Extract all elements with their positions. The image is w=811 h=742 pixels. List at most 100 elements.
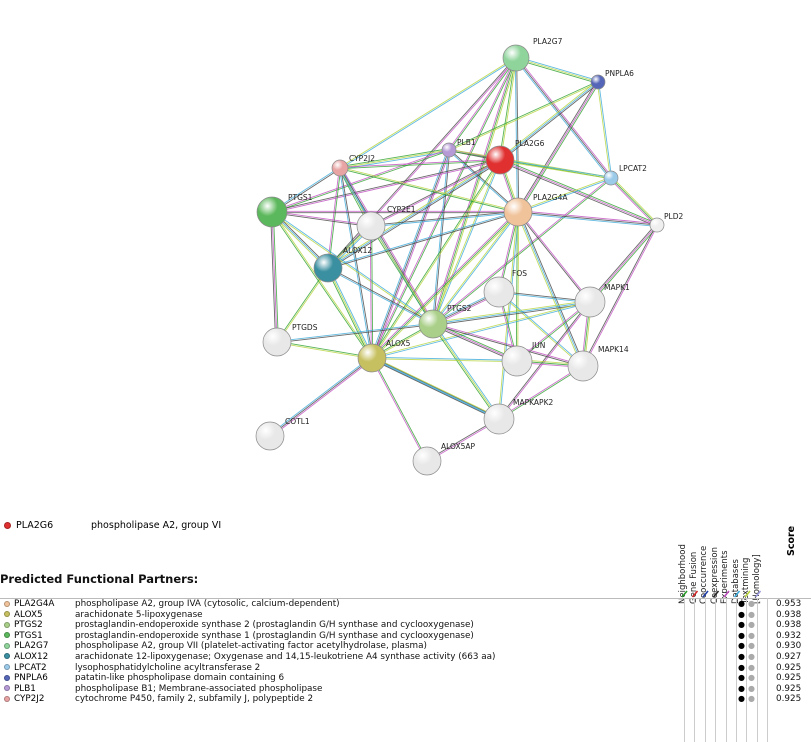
- node-lpcat2-sphere[interactable]: [603, 170, 619, 186]
- partner-color-dot: [4, 685, 10, 692]
- node-ptgs2[interactable]: PTGS2: [418, 304, 472, 339]
- node-fos[interactable]: FOS: [483, 269, 527, 308]
- evidence-textmining-marker: ●: [748, 620, 755, 630]
- partner-name-cell[interactable]: PLB1: [4, 684, 78, 695]
- node-alox5-sphere[interactable]: [357, 343, 387, 373]
- node-pld2-sphere[interactable]: [649, 217, 665, 233]
- node-ptgs2-sphere[interactable]: [418, 309, 448, 339]
- edge-ALOX5-ALOX5AP: [370, 357, 429, 462]
- partner-name[interactable]: PNPLA6: [14, 673, 48, 684]
- node-ptgds-label: PTGDS: [292, 323, 318, 332]
- node-cyp2j2-sphere[interactable]: [331, 159, 349, 177]
- evidence-databases-marker: ●: [738, 694, 745, 704]
- edge-PLA2G4A-PLD2: [517, 210, 658, 227]
- node-mapk1[interactable]: MAPK1: [574, 283, 630, 318]
- node-pla2g7[interactable]: PLA2G7: [502, 37, 563, 72]
- evidence-textmining-marker: ●: [748, 641, 755, 651]
- node-pld2[interactable]: PLD2: [649, 212, 683, 233]
- node-cotl1-sphere[interactable]: [255, 421, 285, 451]
- node-mapk14[interactable]: MAPK14: [567, 345, 629, 382]
- node-plb1[interactable]: PLB1: [441, 138, 476, 158]
- evidence-grid-line: [715, 598, 716, 742]
- partner-name-cell[interactable]: PLA2G4A: [4, 599, 78, 610]
- node-cotl1[interactable]: COTL1: [255, 417, 310, 451]
- edge-LPCAT2-PLD2: [609, 176, 659, 227]
- node-ptgds[interactable]: PTGDS: [262, 323, 318, 357]
- node-jun[interactable]: JUN: [501, 341, 545, 377]
- node-lpcat2[interactable]: LPCAT2: [603, 164, 647, 186]
- partner-description: patatin-like phospholipase domain contai…: [75, 673, 285, 684]
- node-alox5ap[interactable]: ALOX5AP: [412, 442, 476, 476]
- query-description: phospholipase A2, group VI: [91, 520, 222, 531]
- partner-name-cell[interactable]: ALOX12: [4, 652, 78, 663]
- partner-row[interactable]: PNPLA6 patatin-like phospholipase domain …: [0, 673, 811, 684]
- node-pla2g7-sphere[interactable]: [502, 44, 530, 72]
- node-fos-sphere[interactable]: [483, 276, 515, 308]
- node-ptgs1-sphere[interactable]: [256, 196, 288, 228]
- node-pla2g6[interactable]: PLA2G6: [485, 139, 545, 175]
- partner-name-cell[interactable]: PNPLA6: [4, 673, 78, 684]
- node-plb1-sphere[interactable]: [441, 142, 457, 158]
- node-mapk1-sphere[interactable]: [574, 286, 606, 318]
- partner-score: 0.927: [776, 651, 802, 662]
- partner-name-cell[interactable]: CYP2J2: [4, 694, 78, 705]
- node-alox5[interactable]: ALOX5: [357, 339, 411, 373]
- query-name[interactable]: PLA2G6: [16, 520, 54, 531]
- evidence-databases-marker: ●: [738, 683, 745, 693]
- edge-PNPLA6-PLA2G4A: [516, 81, 600, 213]
- edge-PLA2G7-LPCAT2: [514, 56, 613, 180]
- node-mapkapk2-sphere[interactable]: [483, 403, 515, 435]
- node-cyp2e1[interactable]: CYP2E1: [356, 205, 416, 241]
- node-cyp2e1-sphere[interactable]: [356, 211, 386, 241]
- evidence-databases-marker: ●: [738, 673, 745, 683]
- node-pla2g6-label: PLA2G6: [515, 139, 545, 148]
- partner-name[interactable]: PTGS2: [14, 620, 43, 631]
- partner-name[interactable]: PLB1: [14, 683, 36, 694]
- partner-name[interactable]: PLA2G4A: [14, 599, 55, 609]
- node-jun-sphere[interactable]: [501, 345, 533, 377]
- evidence-color-tick: [733, 590, 741, 598]
- node-pnpla6[interactable]: PNPLA6: [590, 69, 634, 90]
- node-pla2g4a-sphere[interactable]: [503, 197, 533, 227]
- node-ptgds-sphere[interactable]: [262, 327, 292, 357]
- partner-name[interactable]: ALOX12: [14, 651, 49, 662]
- node-mapkapk2[interactable]: MAPKAPK2: [483, 398, 553, 435]
- node-pla2g6-sphere[interactable]: [485, 145, 515, 175]
- partner-name-cell[interactable]: PTGS2: [4, 620, 78, 631]
- node-pla2g4a[interactable]: PLA2G4A: [503, 193, 568, 227]
- partner-description: prostaglandin-endoperoxide synthase 1 (p…: [75, 630, 474, 641]
- partner-name[interactable]: PTGS1: [14, 630, 43, 641]
- edge-PLA2G4A-ALOX12: [327, 210, 519, 270]
- partner-name-cell[interactable]: ALOX5: [4, 610, 78, 621]
- node-ptgs1[interactable]: PTGS1: [256, 193, 313, 228]
- partner-name[interactable]: CYP2J2: [14, 694, 45, 705]
- node-cyp2j2-label: CYP2J2: [349, 154, 375, 163]
- partner-name[interactable]: LPCAT2: [14, 662, 47, 673]
- node-cyp2j2[interactable]: CYP2J2: [331, 154, 375, 177]
- partner-name[interactable]: ALOX5: [14, 609, 43, 620]
- node-cotl1-label: COTL1: [285, 417, 310, 426]
- evidence-grid-line: [694, 598, 695, 742]
- node-pnpla6-sphere[interactable]: [590, 74, 606, 90]
- partner-name-cell[interactable]: PLA2G7: [4, 641, 78, 652]
- node-alox12-sphere[interactable]: [313, 253, 343, 283]
- evidence-textmining-marker: ●: [748, 651, 755, 661]
- node-alox5ap-sphere[interactable]: [412, 446, 442, 476]
- partner-name-cell[interactable]: LPCAT2: [4, 663, 78, 674]
- evidence-grid-line: [705, 598, 706, 742]
- evidence-grid-line: [684, 598, 685, 742]
- partner-row[interactable]: PTGS1 prostaglandin-endoperoxide synthase…: [0, 631, 811, 642]
- partner-name-cell[interactable]: PTGS1: [4, 631, 78, 642]
- partner-name[interactable]: PLA2G7: [14, 641, 49, 652]
- partner-score: 0.925: [776, 694, 802, 705]
- node-mapk14-sphere[interactable]: [567, 350, 599, 382]
- node-alox12[interactable]: ALOX12: [313, 246, 372, 283]
